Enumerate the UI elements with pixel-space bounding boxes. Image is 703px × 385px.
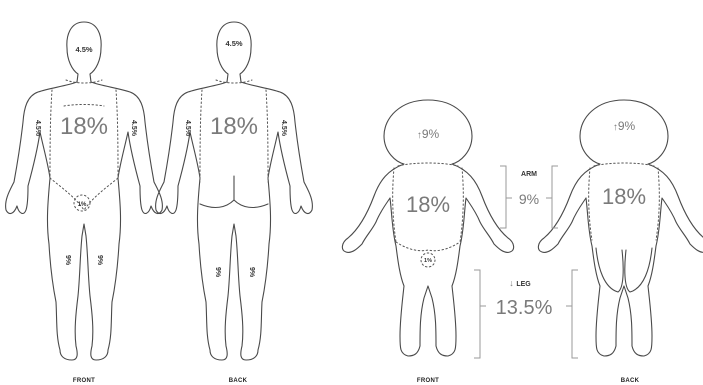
adult-back-arm-left-label: 4.5% xyxy=(184,120,191,137)
child-arm-value: 9% xyxy=(519,191,539,207)
adult-front-groin-label: 1% xyxy=(78,202,87,208)
adult-front-torso-left xyxy=(50,90,52,180)
child-leg-bracket-right xyxy=(572,270,578,358)
adult-front-figure xyxy=(6,22,163,360)
adult-front-arm-right-label: 4.5% xyxy=(130,120,137,137)
adult-back-torso-label: 18% xyxy=(210,113,258,140)
child-front-torso-label: 18% xyxy=(406,192,450,217)
child-back-head-label: ↑9% xyxy=(613,119,636,133)
child-front-head-label: ↑9% xyxy=(417,127,440,141)
child-front-caption: FRONT xyxy=(417,378,439,384)
adult-back-neck-line xyxy=(216,80,252,83)
child-leg-arrow: ↓ xyxy=(509,278,516,288)
adult-front-leg-left-label: 9% xyxy=(64,255,71,266)
adult-front-torso-right xyxy=(116,90,118,180)
adult-back-arm-right-label: 4.5% xyxy=(280,120,287,137)
adult-front-navel-line xyxy=(64,105,104,107)
adult-front-caption: FRONT xyxy=(73,378,95,384)
adult-back-caption: BACK xyxy=(229,378,248,384)
adult-front-leg-right-label: 9% xyxy=(96,255,103,266)
adult-back-leg-left-label: 9% xyxy=(214,267,221,278)
adult-back-buttocks-line xyxy=(200,200,268,207)
child-arm-bracket-right xyxy=(552,166,558,228)
child-leg-label-text: LEG xyxy=(516,281,531,288)
child-back-caption: BACK xyxy=(621,378,640,384)
adult-back-head-label: 4.5% xyxy=(225,39,242,48)
child-back-head-value: 9% xyxy=(618,119,636,133)
adult-back-leg-right-label: 9% xyxy=(248,267,255,278)
child-arm-label: ARM xyxy=(521,171,537,178)
child-back-torso-label: 18% xyxy=(602,184,646,209)
child-front-head-value: 9% xyxy=(422,127,440,141)
adult-back-figure xyxy=(156,22,313,360)
child-front-torso-top xyxy=(398,163,458,166)
adult-front-torso-label: 18% xyxy=(60,113,108,140)
child-front-torso-bottom xyxy=(396,242,460,251)
child-arm-bracket-left xyxy=(500,166,506,228)
child-leg-value: 13.5% xyxy=(496,297,553,319)
child-back-outline xyxy=(538,100,703,356)
adult-back-torso-right xyxy=(266,90,268,182)
child-back-torso-top xyxy=(594,163,654,166)
child-leg-label: ↓ LEG xyxy=(509,278,531,288)
adult-back-torso-left xyxy=(200,90,202,182)
child-leg-bracket-left xyxy=(474,270,480,358)
child-front-groin-label: 1% xyxy=(424,258,432,264)
adult-front-arm-left-label: 4.5% xyxy=(34,120,41,137)
child-back-figure xyxy=(538,100,703,356)
adult-front-neck-line xyxy=(66,80,102,83)
adult-front-outline xyxy=(6,22,163,360)
adult-front-head-label: 4.5% xyxy=(75,45,92,54)
